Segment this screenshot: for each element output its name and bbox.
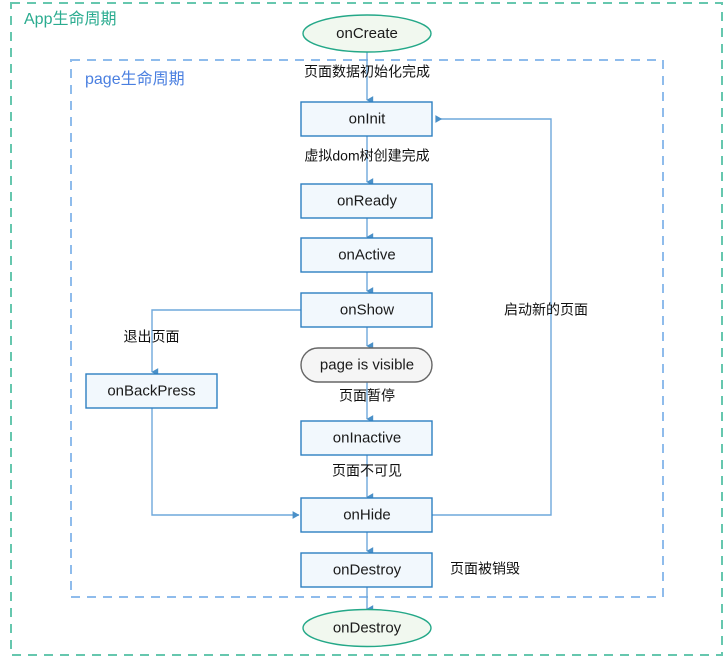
edge-show-to-backpress [151, 309, 301, 376]
node-on-active[interactable]: onActive [300, 237, 433, 273]
on-ready-label: onReady [337, 192, 398, 209]
edge-label-page-paused: 页面暂停 [339, 388, 395, 404]
on-hide-label: onHide [343, 506, 391, 523]
on-back-press-shape [85, 373, 218, 409]
edge-label-page-destroyed: 页面被销毁 [450, 561, 520, 577]
on-active-label: onActive [338, 246, 396, 263]
on-active-shape [300, 237, 433, 273]
edge-label-data-init-done: 页面数据初始化完成 [304, 64, 430, 80]
node-on-back-press[interactable]: onBackPress [85, 373, 218, 409]
node-on-create[interactable]: onCreate [302, 14, 432, 53]
node-on-inactive[interactable]: onInactive [300, 420, 433, 456]
page-is-visible-shape [300, 347, 433, 383]
on-init-shape [300, 101, 433, 137]
on-destroy-box-shape [300, 552, 433, 588]
on-hide-shape [300, 497, 433, 533]
on-create-label: onCreate [336, 25, 398, 42]
on-ready-shape [300, 183, 433, 219]
node-on-init[interactable]: onInit [300, 101, 433, 137]
edge-backpress-to-hide [151, 408, 300, 519]
on-destroy-terminator-label: onDestroy [333, 619, 402, 636]
on-destroy-terminator-shape [302, 608, 432, 648]
page-is-visible-label: page is visible [320, 356, 414, 373]
edge-label-page-invisible: 页面不可见 [332, 463, 402, 479]
node-page-is-visible[interactable]: page is visible [300, 347, 433, 383]
on-back-press-label: onBackPress [107, 382, 195, 399]
app-lifecycle-group-title: App生命周期 [24, 10, 116, 28]
node-on-destroy-box[interactable]: onDestroy [300, 552, 433, 588]
page-lifecycle-group-title: page生命周期 [85, 70, 185, 88]
node-on-destroy-terminator[interactable]: onDestroy [302, 608, 432, 648]
edge-label-exit-page: 退出页面 [124, 329, 180, 345]
on-create-shape [302, 14, 432, 53]
on-init-label: onInit [349, 110, 387, 127]
on-inactive-shape [300, 420, 433, 456]
node-on-ready[interactable]: onReady [300, 183, 433, 219]
edge-label-vdom-created: 虚拟dom树创建完成 [304, 148, 429, 164]
app-lifecycle-group-box [10, 2, 723, 656]
node-on-show[interactable]: onShow [300, 292, 433, 328]
on-show-shape [300, 292, 433, 328]
edge-hide-to-init-loop [432, 115, 552, 516]
on-destroy-box-label: onDestroy [333, 561, 402, 578]
on-show-label: onShow [340, 301, 394, 318]
on-inactive-label: onInactive [333, 429, 401, 446]
edge-label-start-new-page: 启动新的页面 [504, 302, 588, 318]
node-on-hide[interactable]: onHide [300, 497, 433, 533]
